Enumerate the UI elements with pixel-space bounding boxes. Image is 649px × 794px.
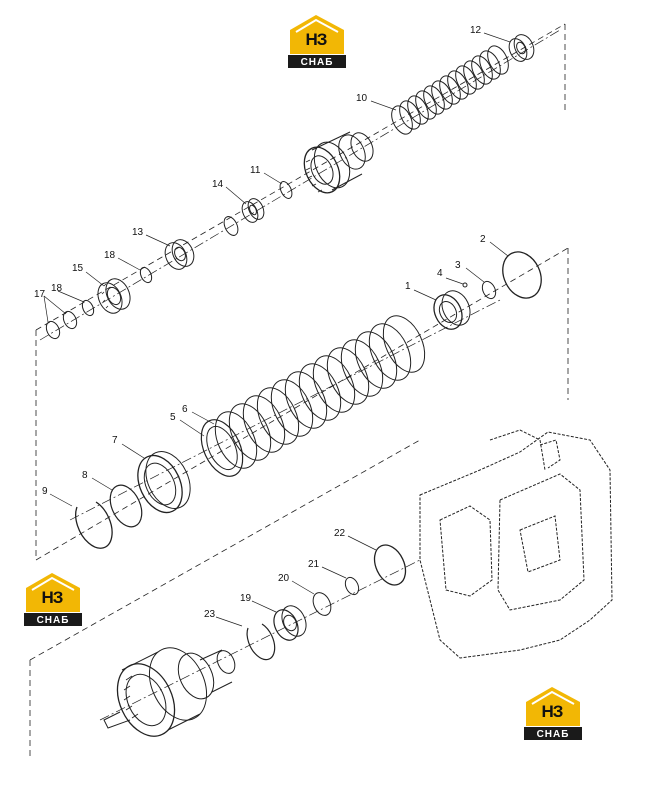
part-19-bearing — [273, 605, 307, 641]
callout-22: 22 — [334, 528, 346, 539]
dashed-frame-upper — [35, 23, 569, 561]
callout-17: 17 — [34, 289, 46, 300]
part-5-6-disc-pack — [200, 315, 426, 477]
part-20-ring — [312, 592, 332, 616]
callout-12: 12 — [470, 25, 482, 36]
logo-top-text: НЗ — [41, 588, 64, 607]
part-1-piston — [433, 290, 471, 330]
callout-14: 14 — [212, 179, 224, 190]
part-15-bearing — [97, 278, 131, 314]
logo-bottom-text: СНАБ — [36, 615, 70, 626]
callout-18-upper: 18 — [104, 250, 116, 261]
logo-bottom-text: СНАБ — [300, 57, 334, 68]
part-23-snap-ring — [246, 623, 276, 661]
part-12-bearing — [508, 34, 535, 62]
callout-11: 11 — [250, 165, 261, 176]
callout-1: 1 — [405, 281, 411, 292]
part-18-ring-upper — [139, 266, 153, 284]
logo-house-icon — [288, 15, 346, 68]
callout-10: 10 — [356, 93, 368, 104]
part-7-plate — [137, 451, 191, 514]
logo-top-text: НЗ — [541, 702, 564, 721]
callout-13: 13 — [132, 227, 144, 238]
logo-house-icon — [524, 687, 582, 740]
callout-23: 23 — [204, 609, 216, 620]
logo-bottom-text: СНАБ — [536, 729, 570, 740]
logo-house-icon — [24, 573, 82, 626]
part-2-o-ring — [502, 251, 542, 299]
leader-lines — [43, 32, 511, 627]
output-shaft-carrier — [103, 647, 236, 737]
watermark-logo-top: НЗ СНАБ — [286, 12, 348, 70]
callout-21: 21 — [308, 559, 320, 570]
axis-line-bottom — [99, 559, 421, 721]
callout-8: 8 — [82, 470, 88, 481]
part-22-ring — [373, 544, 407, 586]
callout-4: 4 — [437, 268, 443, 279]
part-9-snap-ring — [75, 501, 113, 549]
part-18-ring-lower — [81, 299, 95, 317]
transmission-housing — [419, 429, 613, 659]
callout-5: 5 — [170, 412, 176, 423]
part-10-disc-pack — [391, 45, 509, 135]
callout-2: 2 — [480, 234, 486, 245]
ring-near-14 — [223, 216, 239, 236]
callout-9: 9 — [42, 486, 48, 497]
part-8-ring — [109, 484, 143, 528]
callout-19: 19 — [240, 593, 252, 604]
part-21-ring — [344, 576, 360, 596]
part-11-snap-ring — [279, 181, 293, 199]
logo-top-text: НЗ — [305, 30, 328, 49]
part-3-ring — [481, 280, 497, 300]
callout-7: 7 — [112, 435, 118, 446]
watermark-logo-bottom: НЗ СНАБ — [522, 684, 584, 742]
callout-20: 20 — [278, 573, 290, 584]
callout-6: 6 — [182, 404, 188, 415]
part-13-bearing — [164, 239, 195, 270]
part-4-ball — [462, 282, 468, 288]
part-17-rings — [45, 310, 78, 340]
callout-3: 3 — [455, 260, 461, 271]
dashed-frame-lower — [29, 439, 421, 760]
gear-hub-upper — [303, 131, 374, 194]
callout-18-lower: 18 — [51, 283, 63, 294]
axis-line-middle — [69, 299, 501, 521]
part-14-bearing — [241, 198, 265, 223]
axis-line-top — [39, 29, 561, 341]
watermark-logo-left: НЗ СНАБ — [22, 570, 84, 628]
callout-15: 15 — [72, 263, 84, 274]
